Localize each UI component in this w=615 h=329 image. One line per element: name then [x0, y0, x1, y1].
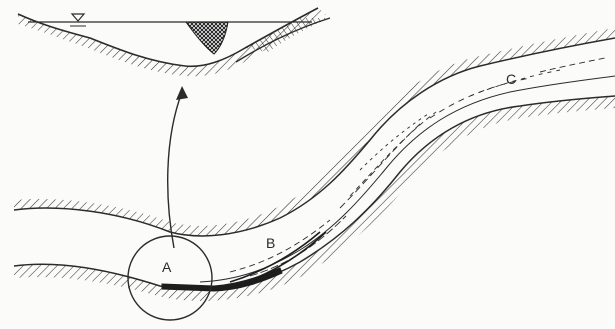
cross-section-deposit	[186, 22, 228, 54]
label-c: C	[506, 71, 516, 87]
label-a: A	[162, 259, 172, 275]
label-b: B	[266, 235, 275, 251]
river-plan-view	[14, 28, 615, 320]
water-level-icon	[70, 14, 86, 26]
lower-bank-hatch	[14, 96, 615, 301]
upper-bank-hatch	[14, 28, 615, 236]
cross-section-right-bank	[246, 18, 330, 52]
location-a-circle	[128, 236, 212, 320]
cross-section	[18, 8, 330, 76]
